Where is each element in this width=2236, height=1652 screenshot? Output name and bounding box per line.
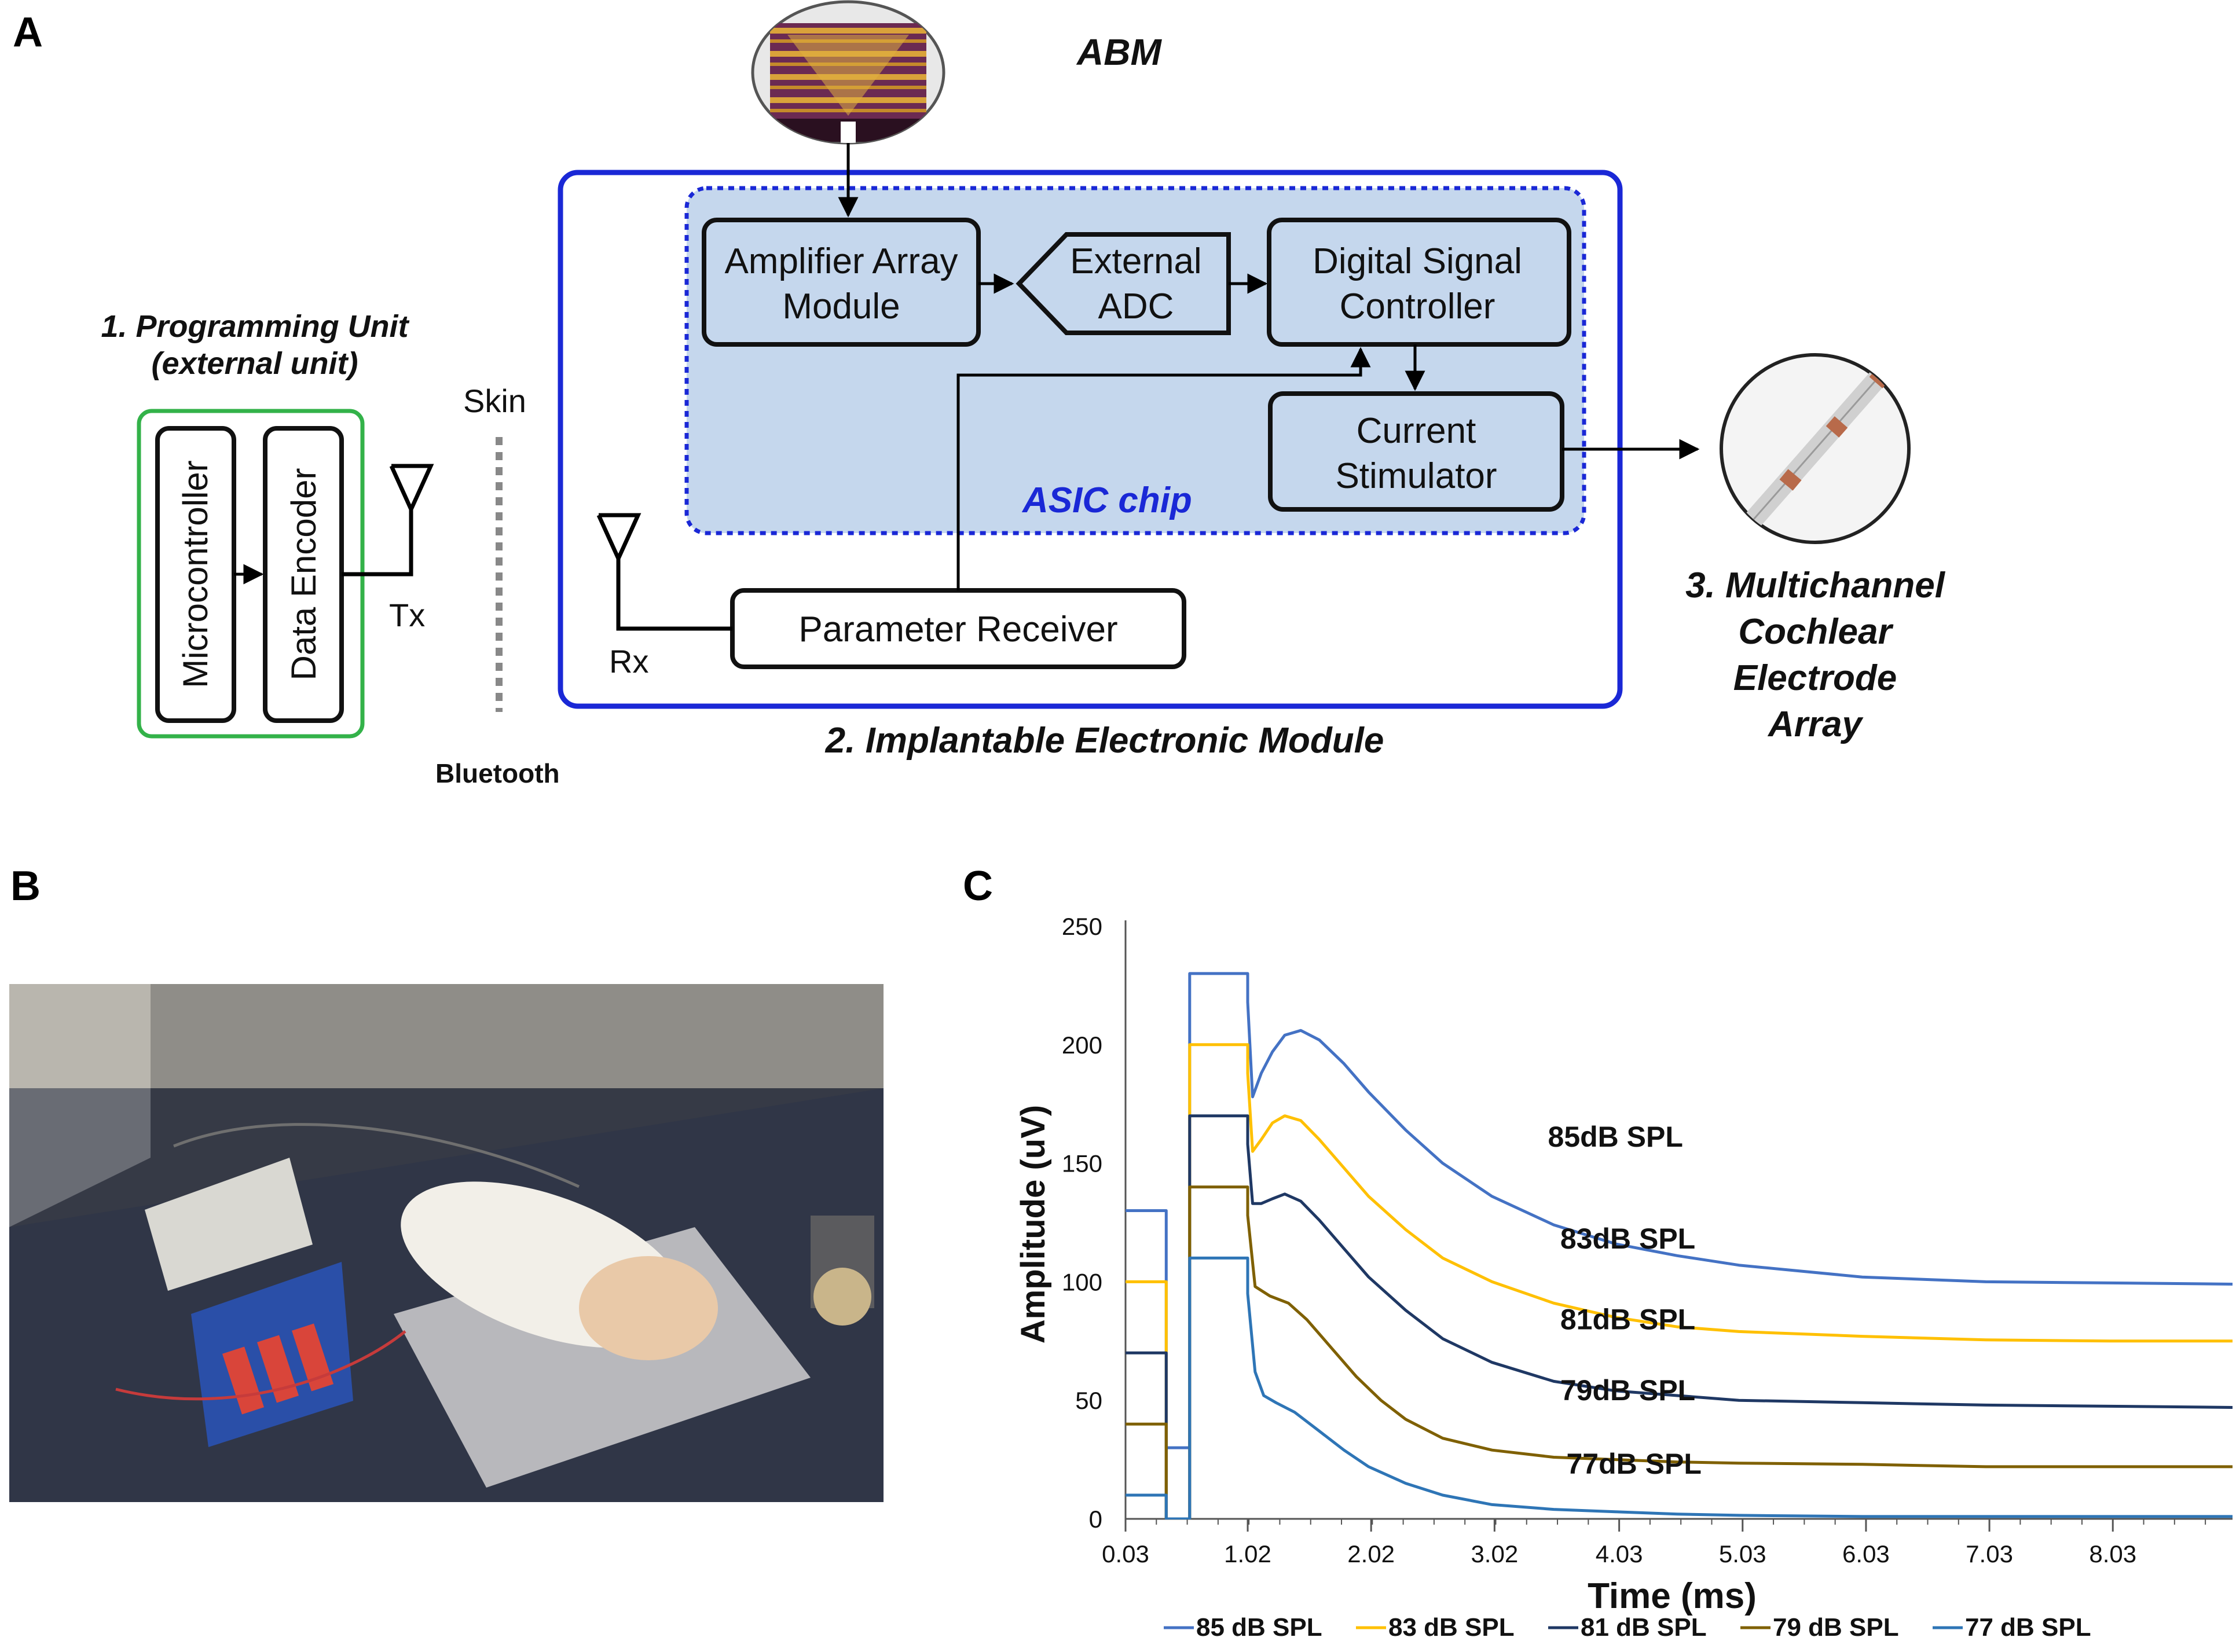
- electrode-title-line4: Array: [1767, 704, 1864, 744]
- parameter-receiver-label: Parameter Receiver: [798, 610, 1117, 649]
- programming-unit-subtitle: (external unit): [151, 346, 358, 381]
- x-tick-label-3: 3.02: [1471, 1540, 1518, 1567]
- x-tick-label-5: 5.03: [1719, 1540, 1766, 1567]
- x-tick-label-0: 0.03: [1102, 1540, 1149, 1567]
- adc-label-line2: ADC: [1098, 287, 1174, 326]
- x-tick-label-8: 8.03: [2089, 1540, 2136, 1567]
- x-axis-title: Time (ms): [1588, 1576, 1757, 1616]
- x-tick-label-7: 7.03: [1966, 1540, 2013, 1567]
- plot-area: [1126, 972, 2233, 1519]
- tx-label: Tx: [389, 597, 425, 633]
- electrode-array-image: [1720, 353, 1911, 544]
- series-label-85-db-spl: 85dB SPL: [1548, 1121, 1683, 1153]
- y-tick-label-0: 0: [1089, 1506, 1102, 1533]
- amplifier-label-line1: Amplifier Array: [724, 241, 958, 281]
- chart-legend: 85 dB SPL 83 dB SPL 81 dB SPL 79 dB SPL 77 d…: [1164, 1613, 2091, 1642]
- series-line-85-db-spl: [1126, 972, 2233, 1449]
- current-stimulator-box: [1268, 391, 1564, 512]
- legend-entry-79-db-spl: 79 dB SPL: [1773, 1613, 1899, 1642]
- stimulator-label-line2: Stimulator: [1335, 456, 1497, 496]
- implantable-module-title: 2. Implantable Electronic Module: [825, 721, 1384, 761]
- electrode-title-line1: 3. Multichannel: [1685, 566, 1946, 605]
- adc-label-line1: External: [1070, 241, 1201, 281]
- microcontroller-label: Microcontroller: [176, 460, 215, 688]
- legend-entry-85-db-spl: 85 dB SPL: [1196, 1613, 1322, 1642]
- y-tick-label-4: 200: [1062, 1031, 1102, 1059]
- series-label-77-db-spl: 77dB SPL: [1566, 1448, 1701, 1480]
- abr-chart: 0 50 100 150 200 250 0.03 1.02 2.02 3.02 4.03 5.03 6…: [1062, 913, 2233, 1567]
- panel-label-c: C: [963, 863, 993, 909]
- rx-label: Rx: [609, 643, 648, 680]
- x-tick-label-1: 1.02: [1224, 1540, 1271, 1567]
- x-tick-label-2: 2.02: [1347, 1540, 1395, 1567]
- tx-antenna: [342, 464, 434, 577]
- legend-entry-81-db-spl: 81 dB SPL: [1581, 1613, 1707, 1642]
- abm-label: ABM: [1076, 31, 1162, 73]
- experimental-setup-photo: [9, 984, 884, 1502]
- receiver-to-dsc-line: [956, 347, 1371, 590]
- y-tick-label-2: 100: [1062, 1268, 1102, 1295]
- programming-unit-title: 1. Programming Unit: [101, 309, 409, 344]
- stimulator-label-line1: Current: [1357, 411, 1476, 451]
- asic-chip-label: ASIC chip: [1021, 480, 1192, 520]
- series-label-79-db-spl: 79dB SPL: [1560, 1374, 1695, 1407]
- digital-signal-controller-box: [1267, 218, 1571, 347]
- dsc-label-line2: Controller: [1340, 287, 1495, 326]
- y-axis-title: Amplitude (uV): [1014, 1105, 1052, 1343]
- data-encoder-label: Data Encoder: [284, 468, 323, 681]
- legend-entry-77-db-spl: 77 dB SPL: [1965, 1613, 2091, 1642]
- x-tick-label-4: 4.03: [1596, 1540, 1643, 1567]
- bluetooth-label: Bluetooth: [435, 758, 560, 788]
- amplifier-label-line2: Module: [782, 287, 900, 326]
- legend-entry-83-db-spl: 83 dB SPL: [1388, 1613, 1515, 1642]
- panel-label-b: B: [10, 863, 41, 909]
- electrode-title-line2: Cochlear: [1738, 612, 1893, 652]
- series-label-83-db-spl: 83dB SPL: [1560, 1223, 1695, 1255]
- y-tick-label-5: 250: [1062, 913, 1102, 940]
- series-line-77-db-spl: [1126, 1256, 2233, 1519]
- electrode-title-line3: Electrode: [1733, 658, 1897, 698]
- abm-chip-image: [751, 0, 945, 145]
- panel-label-a: A: [13, 9, 43, 56]
- dsc-label-line1: Digital Signal: [1313, 241, 1522, 281]
- series-label-81-db-spl: 81dB SPL: [1560, 1303, 1695, 1335]
- y-tick-label-1: 50: [1075, 1387, 1102, 1414]
- x-tick-label-6: 6.03: [1842, 1540, 1890, 1567]
- y-tick-label-3: 150: [1062, 1150, 1102, 1177]
- rx-antenna: [596, 513, 732, 631]
- skin-label: Skin: [463, 383, 526, 419]
- implantable-module-box: [558, 170, 1623, 709]
